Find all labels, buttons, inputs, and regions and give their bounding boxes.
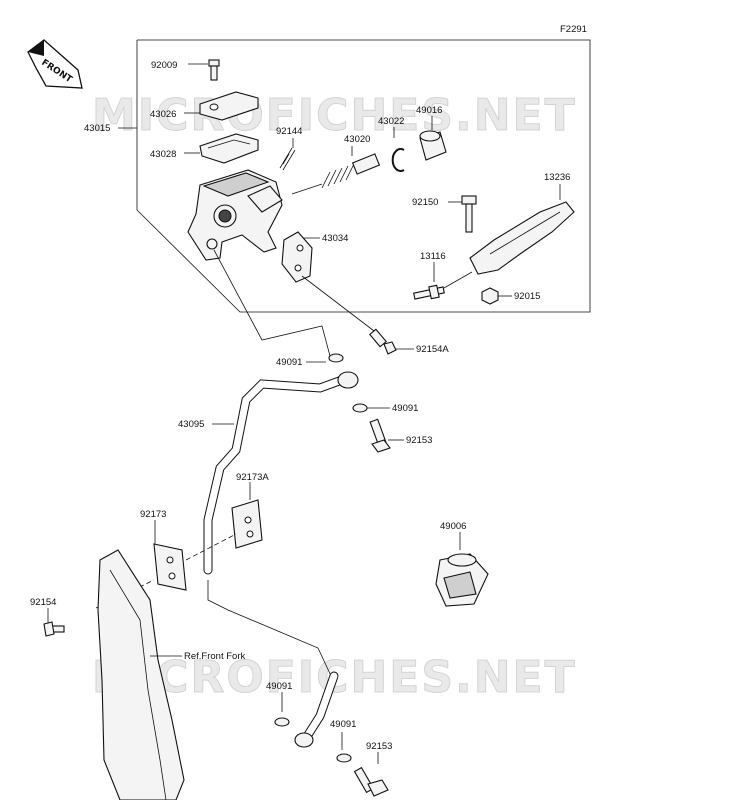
clamp-92173	[95, 520, 237, 609]
pin-13116	[413, 262, 473, 300]
label-92154A: 92154A	[416, 344, 449, 355]
brake-hose-43095	[203, 371, 359, 748]
label-92009: 92009	[151, 60, 177, 71]
piston-43020	[291, 146, 381, 195]
cap-43026	[184, 91, 259, 121]
label-49091-b: 49091	[392, 403, 418, 414]
label-49091-a: 49091	[276, 357, 302, 368]
clamp-92173A	[231, 482, 263, 549]
cover-49006	[435, 532, 489, 607]
circlip-43022	[391, 127, 405, 172]
label-92153-b: 92153	[366, 741, 392, 752]
washer-49091-b	[352, 403, 390, 413]
label-43022: 43022	[378, 116, 404, 127]
label-43095: 43095	[178, 419, 204, 430]
label-43028: 43028	[150, 149, 176, 160]
label-ref-front-fork: Ref.Front Fork	[184, 651, 245, 662]
label-43020: 43020	[344, 134, 370, 145]
front-arrow-icon: FRONT	[27, 39, 83, 89]
nut-92015	[481, 287, 512, 305]
bolt-92154A	[369, 328, 414, 355]
label-92153-a: 92153	[406, 435, 432, 446]
leader-92154A	[301, 275, 379, 335]
spring-92144	[279, 138, 296, 171]
boot-49016	[419, 116, 447, 161]
label-49006: 49006	[440, 521, 466, 532]
lever-13236	[469, 184, 575, 275]
label-92154: 92154	[30, 597, 56, 608]
screw-92009	[188, 59, 220, 81]
label-92173A: 92173A	[236, 472, 269, 483]
label-13236: 13236	[544, 172, 570, 183]
washer-49091-a	[306, 353, 344, 363]
bolt-92150	[448, 195, 477, 233]
front-fork-guard	[97, 549, 185, 800]
banjo-bolt-92153-b	[353, 752, 389, 797]
label-92144: 92144	[276, 126, 302, 137]
label-49016: 49016	[416, 105, 442, 116]
washer-49091-d	[336, 732, 352, 763]
watermark-bottom: MICROFICHES.NET	[92, 652, 577, 703]
bolt-92154	[43, 608, 65, 637]
label-43026: 43026	[150, 109, 176, 120]
label-92150: 92150	[412, 197, 438, 208]
label-43015: 43015	[84, 123, 110, 134]
master-cylinder-body	[187, 169, 283, 261]
watermark-top: MICROFICHES.NET	[92, 90, 577, 141]
holder-43034	[281, 231, 320, 283]
washer-49091-c	[274, 692, 290, 727]
label-49091-c: 49091	[266, 681, 292, 692]
diaphragm-43028	[184, 133, 259, 164]
label-92173: 92173	[140, 509, 166, 520]
label-92015: 92015	[514, 291, 540, 302]
label-13116: 13116	[420, 251, 446, 262]
leader-hose-top	[213, 249, 331, 357]
banjo-bolt-92153-a	[369, 418, 404, 453]
label-43034: 43034	[322, 233, 348, 244]
figure-code: F2291	[560, 24, 587, 35]
assembly-outline	[136, 39, 591, 313]
label-49091-d: 49091	[330, 719, 356, 730]
